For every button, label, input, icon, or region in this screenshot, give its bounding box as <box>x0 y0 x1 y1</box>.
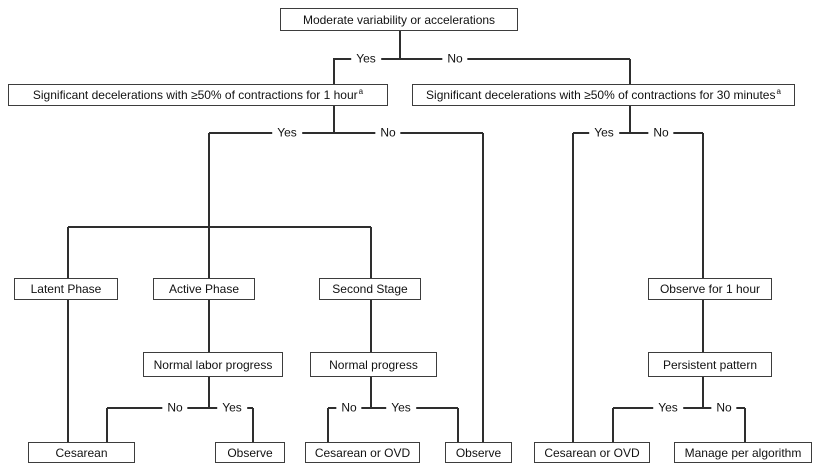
edge-label-persistent-yes: Yes <box>653 401 683 415</box>
right-condition-text: Significant decelerations with ≥50% of c… <box>426 88 776 102</box>
edge-label-persistent-no: No <box>711 401 737 415</box>
node-manage-per-algorithm: Manage per algorithm <box>674 442 812 463</box>
edge-label-right-condition-no: No <box>648 126 674 140</box>
node-observe-one-hour: Observe for 1 hour <box>648 278 772 300</box>
left-condition-text: Significant decelerations with ≥50% of c… <box>32 88 358 102</box>
node-active-phase: Active Phase <box>153 278 255 300</box>
node-latent-phase: Latent Phase <box>14 278 118 300</box>
node-right-condition: Significant decelerations with ≥50% of c… <box>412 84 795 106</box>
edge-label-root-yes: Yes <box>351 52 381 66</box>
node-normal-progress: Normal progress <box>310 352 437 377</box>
node-normal-labor-progress: Normal labor progress <box>143 352 283 377</box>
node-cesarean: Cesarean <box>28 442 135 463</box>
node-observe-left: Observe <box>215 442 285 463</box>
node-persistent-pattern: Persistent pattern <box>648 352 772 377</box>
node-cesarean-or-ovd-left: Cesarean or OVD <box>305 442 420 463</box>
edge-label-normal-progress-no: No <box>336 401 362 415</box>
node-cesarean-or-ovd-right: Cesarean or OVD <box>534 442 650 463</box>
edge-label-left-condition-no: No <box>375 126 401 140</box>
node-second-stage: Second Stage <box>319 278 421 300</box>
edge-label-normal-labor-yes: Yes <box>217 401 247 415</box>
edge-label-right-condition-yes: Yes <box>589 126 619 140</box>
node-moderate-variability: Moderate variability or accelerations <box>280 8 518 31</box>
edge-label-root-no: No <box>442 52 468 66</box>
node-observe-right: Observe <box>445 442 512 463</box>
edge-label-left-condition-yes: Yes <box>272 126 302 140</box>
edge-label-normal-labor-no: No <box>162 401 188 415</box>
node-left-condition: Significant decelerations with ≥50% of c… <box>8 84 388 106</box>
edge-label-normal-progress-yes: Yes <box>386 401 416 415</box>
